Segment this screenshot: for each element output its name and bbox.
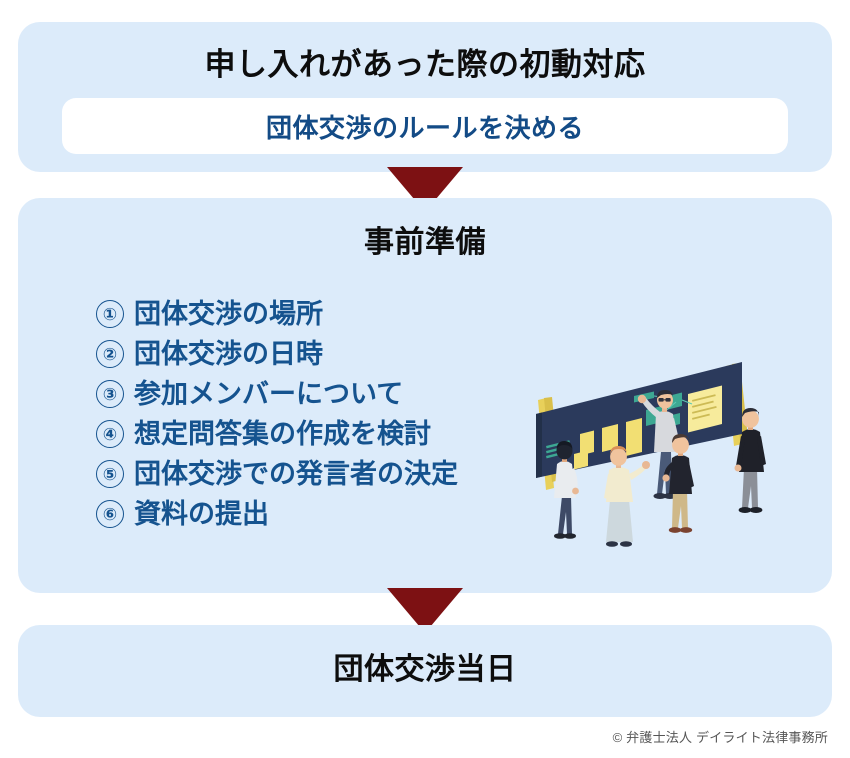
sticky-note-lines	[692, 394, 717, 420]
list-item-number: ①	[96, 300, 124, 329]
person-woman-pointing	[604, 446, 650, 547]
panel-title-preparation: 事前準備	[364, 226, 486, 259]
list-item: ② 団体交渉の日時	[96, 338, 458, 371]
list-item-label: 団体交渉の場所	[134, 299, 323, 329]
step-panel-negotiation-day: 団体交渉当日	[18, 625, 832, 717]
person-left-observer	[554, 441, 579, 539]
people-at-whiteboard-illustration	[530, 348, 798, 548]
list-item-number: ④	[96, 420, 124, 449]
list-item-label: 想定問答集の作成を検討	[134, 418, 431, 449]
list-item-number: ②	[96, 340, 124, 369]
list-item: ③ 参加メンバーについて	[96, 378, 458, 411]
person-dark-jacket	[662, 434, 694, 533]
list-item: ⑤ 団体交渉での発言者の決定	[96, 458, 458, 491]
list-item-number: ⑤	[96, 460, 124, 489]
rule-pill-label: 団体交渉のルールを決める	[265, 112, 584, 143]
list-item-label: 団体交渉の日時	[134, 338, 323, 369]
sticky-notes-yellow	[574, 418, 642, 470]
list-item-number: ⑥	[96, 500, 124, 529]
list-item: ① 団体交渉の場所	[96, 298, 458, 331]
list-item-number: ③	[96, 380, 124, 409]
copyright-credit: © 弁護士法人 デイライト法律事務所	[612, 730, 828, 745]
list-item-label: 団体交渉での発言者の決定	[134, 458, 458, 489]
list-item: ④ 想定問答集の作成を検討	[96, 418, 458, 451]
rule-pill: 団体交渉のルールを決める	[62, 98, 788, 154]
list-item: ⑥ 資料の提出	[96, 498, 458, 531]
list-item-label: 資料の提出	[134, 498, 269, 529]
preparation-checklist: ① 団体交渉の場所 ② 団体交渉の日時 ③ 参加メンバーについて ④ 想定問答集…	[96, 298, 458, 538]
step-panel-preparation: 事前準備 ① 団体交渉の場所 ② 団体交渉の日時 ③ 参加メンバーについて ④ …	[18, 198, 832, 593]
list-item-label: 参加メンバーについて	[134, 378, 404, 409]
person-right-observer	[734, 408, 766, 513]
step-panel-initial-response: 申し入れがあった際の初動対応 団体交渉のルールを決める	[18, 22, 832, 172]
panel-title-negotiation-day: 団体交渉当日	[333, 653, 517, 686]
panel-title-initial-response: 申し入れがあった際の初動対応	[204, 47, 646, 82]
